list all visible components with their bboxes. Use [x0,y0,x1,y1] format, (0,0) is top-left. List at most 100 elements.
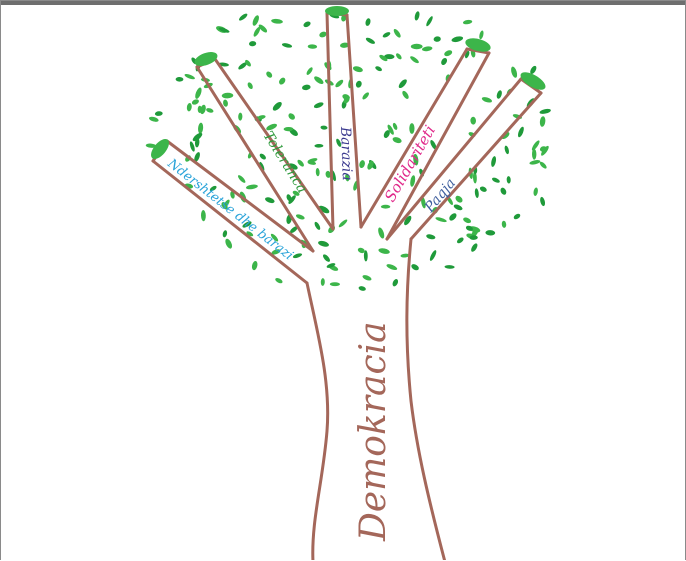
leaf [352,65,363,73]
leaf [259,153,267,161]
leaf [426,233,436,240]
leaf [271,18,283,24]
leaf [317,240,329,248]
leaf [392,28,402,39]
leaf [409,123,414,134]
leaf [206,107,215,113]
leaf [463,19,473,25]
leaf [414,11,421,21]
leaf [355,80,363,89]
leaf [397,78,408,89]
leaf [176,77,184,82]
leaf [481,96,493,104]
leaf [533,187,539,196]
leaf [287,112,296,121]
leaf [513,213,522,221]
leaf [374,65,382,72]
leaf [186,103,192,112]
leaf [378,247,390,254]
leaf [265,70,273,79]
leaf [444,265,454,269]
leaf [281,42,292,48]
leaf [249,41,257,47]
leaf [391,278,399,287]
leaf [496,90,503,100]
leaf [485,230,495,236]
leaf [334,78,344,88]
leaf [409,55,420,64]
leaf [316,168,320,176]
leaf [194,87,203,100]
leaf [305,66,313,76]
leaf [395,52,403,60]
leaf [199,104,207,115]
leaf [539,116,546,127]
leaf [517,126,525,138]
leaf [184,73,196,80]
leaf [448,212,458,222]
leaf [313,101,324,109]
leaf [401,90,410,100]
leaf [470,117,476,125]
leaf [365,18,372,27]
leaf [507,176,511,184]
leaf [529,159,541,165]
leaf [386,263,398,271]
leaf [330,282,340,286]
leaf [238,12,249,21]
leaf [302,20,311,28]
leaf [278,76,287,85]
leaf [251,260,258,270]
leaf [479,186,488,193]
leaf [358,160,365,169]
leaf [411,44,423,49]
branch-word-3: Barazia [337,126,355,181]
leaf [435,216,447,223]
leaf [189,141,196,152]
leaf [155,111,163,116]
leaf [490,156,497,168]
leaf [510,66,518,79]
leaf [198,122,204,134]
leaf [381,205,390,209]
leaf [321,278,325,286]
leaf [392,122,398,130]
leaf [271,100,283,112]
leaf [247,81,254,89]
leaf [224,238,234,250]
leaf [453,203,463,211]
leaf [539,196,546,206]
leaf [504,145,510,154]
leaf [313,75,325,86]
leaf [470,242,479,252]
leaf [191,98,200,105]
leaf [410,263,420,272]
leaf [264,196,275,204]
leaf [531,139,541,151]
leaf [499,187,507,196]
branch-word-5: Paqja [421,176,459,217]
leaf [251,14,260,26]
leaf [392,136,403,144]
leaf [429,249,438,261]
leaf [274,277,283,284]
leaf [320,125,327,130]
leaf [308,44,318,49]
leaf [222,99,228,107]
leaf [501,220,506,228]
leaf [237,174,247,184]
leaf [532,149,537,160]
leaf [422,46,433,52]
branch-word-4: Solidariteti [381,122,439,205]
leaf [358,285,366,291]
leaf [462,216,472,224]
leaf [365,36,376,45]
leaf [314,144,323,148]
trunk-word: Demokracia [353,321,394,542]
leaf [238,113,242,121]
leaf [433,36,441,42]
leaf [377,227,386,240]
leaf [491,177,500,184]
leaf [313,221,321,231]
